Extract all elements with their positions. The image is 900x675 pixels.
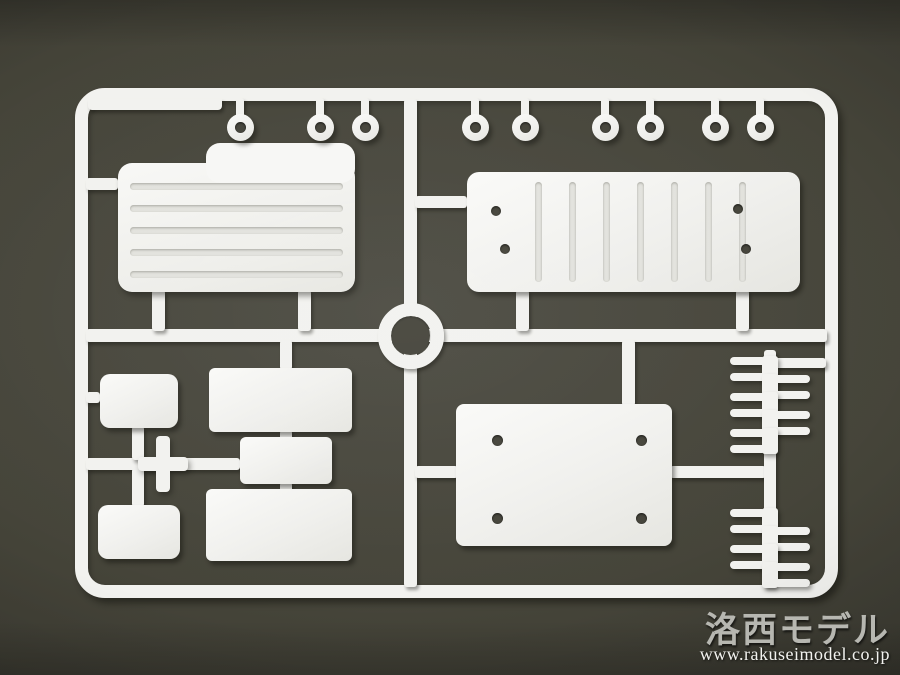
center-ring (378, 303, 444, 369)
sprue-stub (622, 340, 635, 406)
runner-clips (764, 350, 776, 587)
sprue-frame (75, 88, 838, 598)
screw-hole (741, 244, 751, 254)
sprue-stub (415, 466, 458, 478)
rib-groove (671, 182, 678, 282)
small-panel-a (100, 374, 178, 428)
rib-groove (130, 249, 343, 256)
watermark-logo: 洛西モデル (704, 611, 890, 650)
screw-hole (733, 204, 743, 214)
roof-step (206, 143, 355, 183)
sprue-stub (86, 392, 100, 403)
screw-hole (491, 206, 501, 216)
sprue-stub (152, 290, 165, 331)
sprue-stub (298, 290, 311, 331)
screw-hole (492, 435, 503, 446)
sprue-stub (86, 178, 118, 190)
rib-groove (569, 182, 576, 282)
small-panel-d (98, 505, 180, 559)
runner-horizontal (86, 329, 827, 342)
wide-panel-b (209, 368, 352, 432)
cross-bracket-hbar (138, 457, 188, 471)
rib-groove (739, 182, 746, 282)
sprue-stub (280, 482, 292, 492)
sprue-stub (132, 426, 144, 460)
ribbed-plate-part (467, 172, 800, 292)
sprue-stub (774, 358, 826, 368)
roof-panel-part (118, 143, 355, 292)
watermark-url: www.rakuseimodel.co.jp (699, 644, 890, 664)
screw-hole (636, 513, 647, 524)
sprue-stub (280, 340, 292, 370)
wide-panel-e (206, 489, 352, 561)
rib-groove (130, 271, 343, 278)
rib-groove (130, 205, 343, 212)
screw-hole (492, 513, 503, 524)
rib-groove (637, 182, 644, 282)
mid-panel-f (240, 437, 332, 484)
screw-hole (500, 244, 510, 254)
sprue-stub (132, 468, 144, 507)
sprue-stub (280, 430, 292, 440)
roof-main (118, 163, 355, 292)
rib-groove (705, 182, 712, 282)
frame-label-tab (88, 99, 222, 110)
sprue-stub (415, 196, 467, 208)
rib-groove (130, 227, 343, 234)
sprue-stub (670, 466, 766, 478)
sprue-stub (516, 290, 529, 331)
rib-groove (130, 183, 343, 190)
sprue-stub (736, 290, 749, 331)
base-plate-part (456, 404, 672, 546)
rib-groove (535, 182, 542, 282)
screw-hole (636, 435, 647, 446)
cross-bracket-part (138, 436, 188, 492)
rib-groove (603, 182, 610, 282)
